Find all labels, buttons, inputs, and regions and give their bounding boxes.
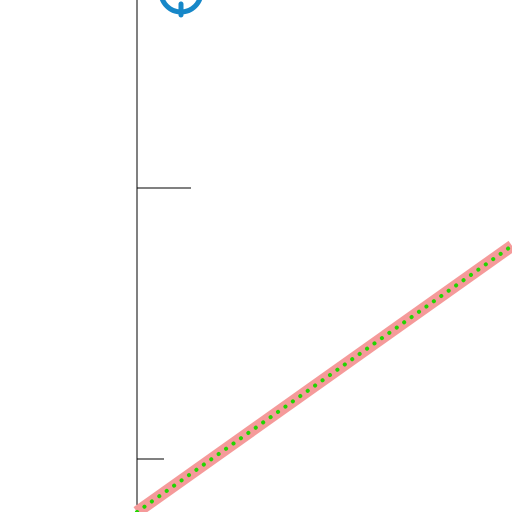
series-dotted-overlay-1 xyxy=(135,243,512,512)
y-axis-ticks xyxy=(137,187,191,460)
map-pin-marker-1 xyxy=(160,0,202,18)
marker-layer xyxy=(160,0,202,18)
series-layer xyxy=(133,240,512,512)
